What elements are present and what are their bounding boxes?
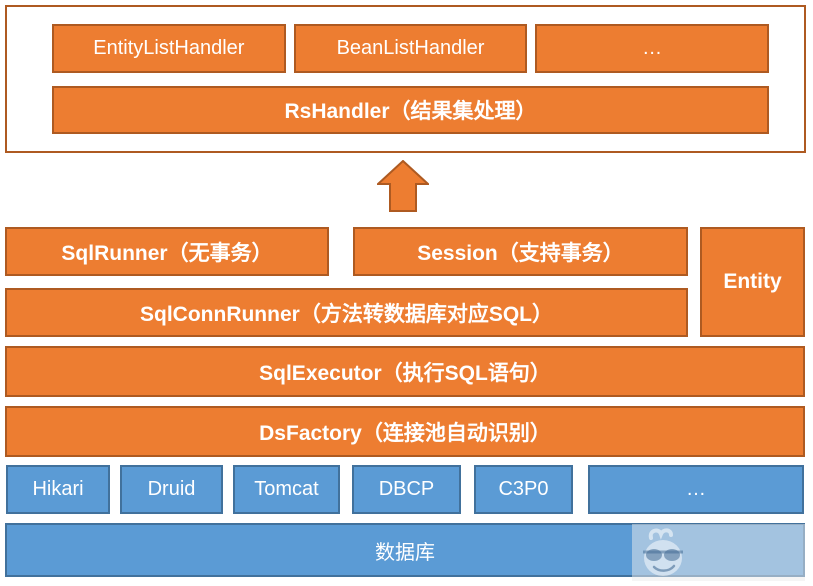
box-rshandler: RsHandler（结果集处理） — [52, 86, 769, 134]
box-sqlconnrunner: SqlConnRunner（方法转数据库对应SQL） — [5, 288, 688, 337]
box-druid: Druid — [120, 465, 223, 514]
watermark — [632, 524, 805, 581]
handlers-row: EntityListHandler BeanListHandler … — [52, 24, 770, 73]
box-c3p0: C3P0 — [474, 465, 573, 514]
box-dbcp: DBCP — [352, 465, 461, 514]
box-tomcat: Tomcat — [233, 465, 340, 514]
rshandler-group: EntityListHandler BeanListHandler … RsHa… — [5, 5, 806, 153]
box-pools-ellipsis: … — [588, 465, 804, 514]
box-handlers-ellipsis: … — [535, 24, 770, 73]
box-session: Session（支持事务） — [353, 227, 688, 276]
up-arrow-icon — [375, 159, 431, 212]
box-entity: Entity — [700, 227, 805, 337]
box-entitylisthandler: EntityListHandler — [52, 24, 286, 73]
box-sqlexecutor: SqlExecutor（执行SQL语句） — [5, 346, 805, 397]
box-dsfactory: DsFactory（连接池自动识别） — [5, 406, 805, 457]
box-beanlisthandler: BeanListHandler — [293, 24, 528, 73]
monkey-logo-icon — [643, 527, 683, 576]
box-sqlrunner: SqlRunner（无事务） — [5, 227, 329, 276]
box-hikari: Hikari — [6, 465, 110, 514]
